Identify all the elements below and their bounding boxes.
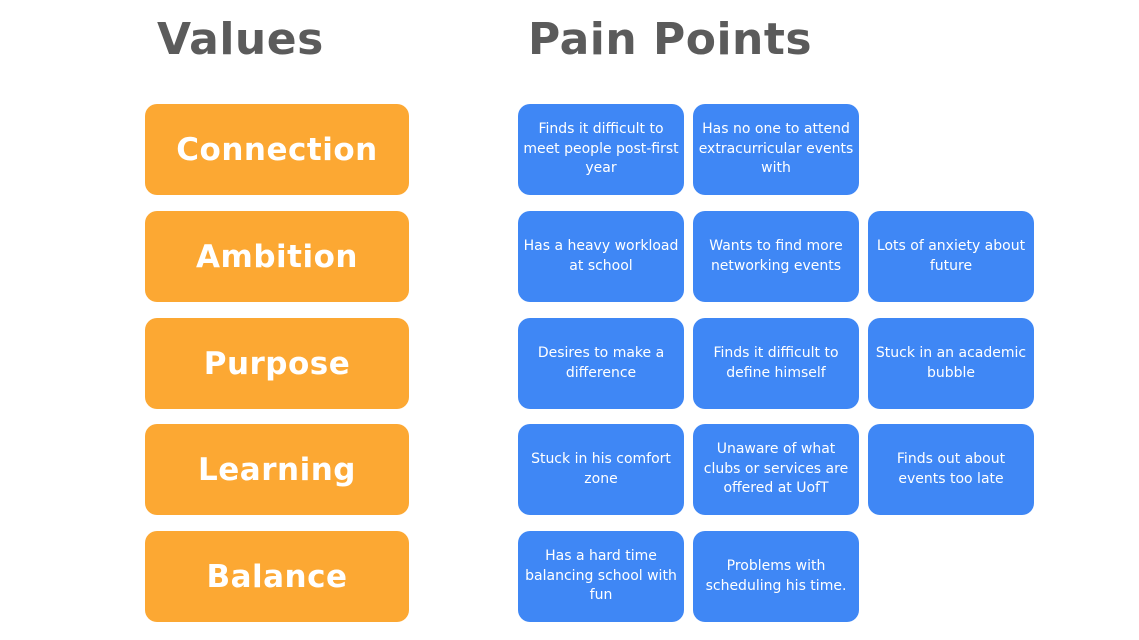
pain-card: Finds it difficult to meet people post-f… (518, 104, 684, 195)
values-heading: Values (157, 14, 324, 65)
pain-card: Finds out about events too late (868, 424, 1034, 515)
pain-card: Problems with scheduling his time. (693, 531, 859, 622)
pain-card: Stuck in his comfort zone (518, 424, 684, 515)
value-card-learning: Learning (145, 424, 409, 515)
pain-card: Desires to make a difference (518, 318, 684, 409)
value-card-balance: Balance (145, 531, 409, 622)
value-card-connection: Connection (145, 104, 409, 195)
pain-card: Stuck in an academic bubble (868, 318, 1034, 409)
pain-card: Has a hard time balancing school with fu… (518, 531, 684, 622)
pain-card: Unaware of what clubs or services are of… (693, 424, 859, 515)
value-card-ambition: Ambition (145, 211, 409, 302)
pain-card: Has a heavy workload at school (518, 211, 684, 302)
pain-card: Has no one to attend extracurricular eve… (693, 104, 859, 195)
pain-card: Lots of anxiety about future (868, 211, 1034, 302)
pain-card: Finds it difficult to define himself (693, 318, 859, 409)
pain-points-heading: Pain Points (528, 14, 813, 65)
pain-card: Wants to find more networking events (693, 211, 859, 302)
value-card-purpose: Purpose (145, 318, 409, 409)
